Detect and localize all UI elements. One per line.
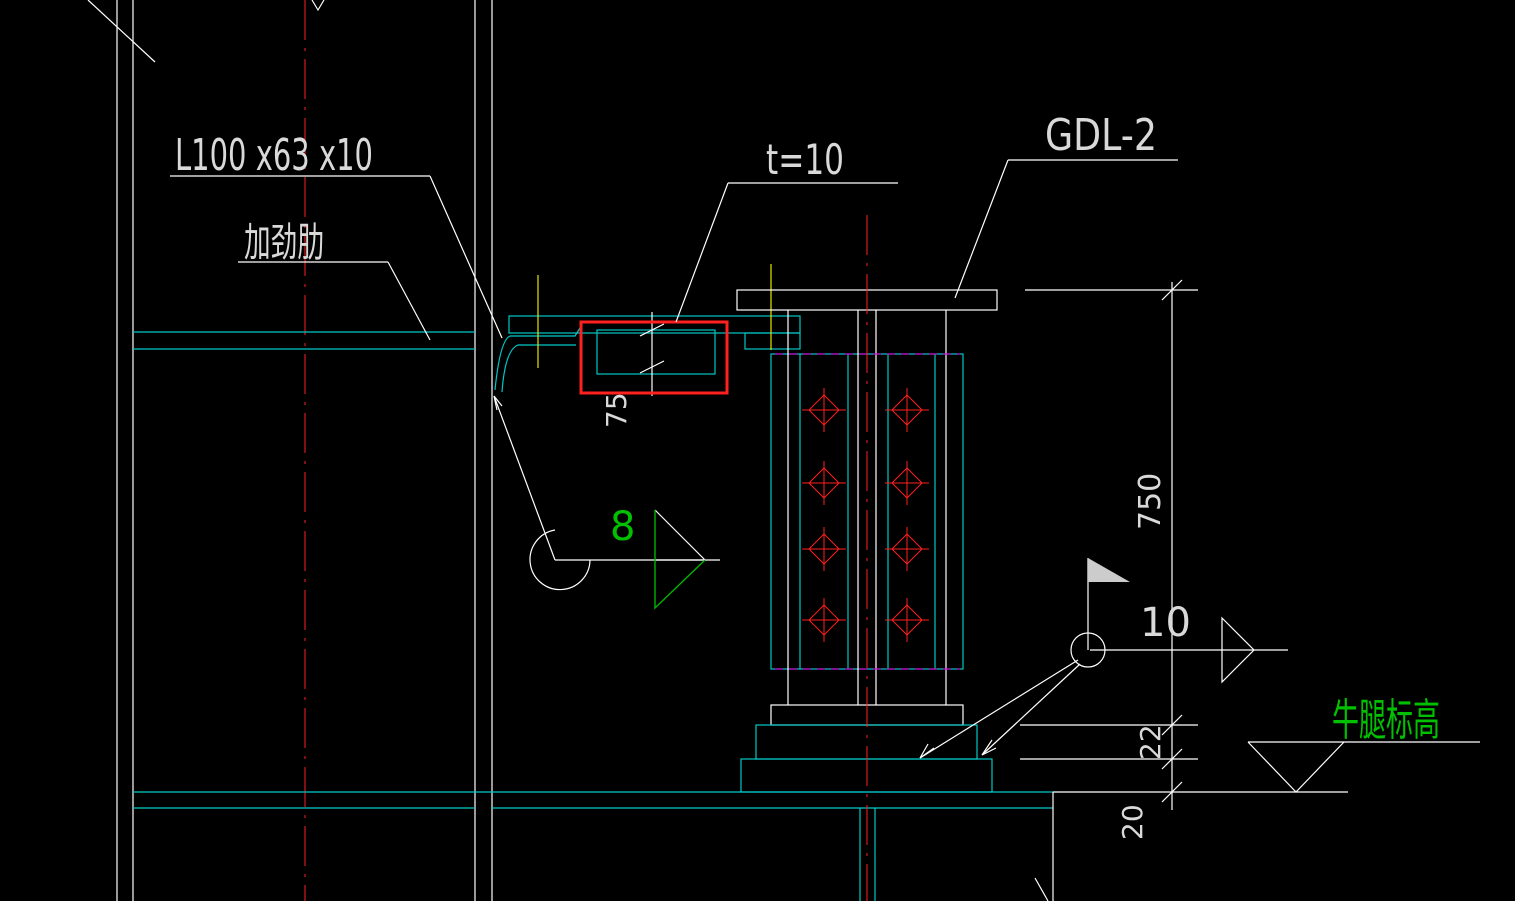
dim-22: 22 [1134,724,1167,760]
bolt-icon [885,388,929,432]
bolt-icon [885,527,929,571]
bolt-icon [885,461,929,505]
angle-connection [494,264,801,396]
beam-id-label: GDL-2 [1045,110,1157,161]
dim-10: 10 [1140,600,1191,646]
corbel-elevation-label: 牛腿标高 [1332,695,1440,746]
stiffener-label: 加劲肋 [244,220,324,266]
weld-symbol [493,395,720,610]
weld-size-label: 8 [610,504,635,550]
annotations: L100 x63 x10 加劲肋 t=10 GDL-2 75 8 750 10 … [175,110,1440,840]
bolt-icon [802,461,846,505]
left-column [87,0,493,901]
dim-20: 20 [1116,804,1149,840]
leader-lines [170,159,1178,341]
plate-thickness-label: t=10 [766,135,844,184]
bolt-icon [885,598,929,642]
dimension-lines [919,279,1480,810]
highlight-box [579,320,729,395]
bolt-icon [802,527,846,571]
bolt-icon [802,388,846,432]
bolts [802,388,929,642]
dim-75: 75 [600,392,633,428]
dim-750: 750 [1133,473,1168,530]
angle-section-label: L100 x63 x10 [175,130,373,181]
bolt-icon [802,598,846,642]
beam-gdl-2 [736,215,998,901]
